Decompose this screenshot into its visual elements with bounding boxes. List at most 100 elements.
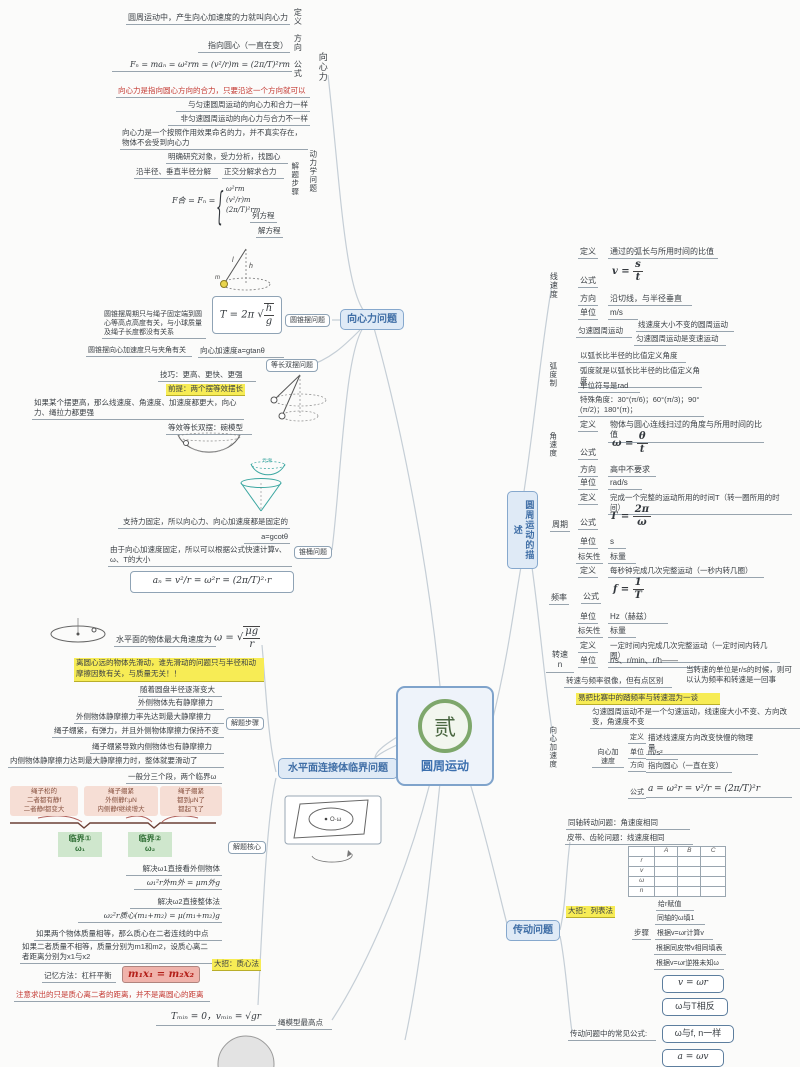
drive-coaxial-note: 同轴转动问题：角速度相同	[566, 818, 690, 830]
drive-formula-1[interactable]: v = ωr	[662, 975, 724, 993]
acc-formula-label: 公式	[628, 788, 646, 800]
hp-trick-node[interactable]: 大招：质心法	[212, 959, 261, 971]
t-sv-label: 标矢性	[576, 552, 603, 564]
hp-step-5: 绳子绷紧导致内侧物体也有静摩擦力	[90, 742, 224, 754]
hp-critical-1: 临界① ω₁	[58, 832, 102, 857]
radian-label[interactable]: 弧度制	[548, 362, 558, 388]
drive-step-4: 根据同皮带v相同填表	[654, 944, 726, 956]
dbl-tip: 技巧：更高、更快、更强	[158, 370, 256, 382]
hp-phase-2: 绳子绷紧 外侧静f:μN 内侧静f继续增大	[84, 786, 158, 817]
f-sv-text: 标量	[608, 626, 636, 639]
cone-note: 圆锥摆周期只与绳子固定端到圆心等高点高度有关，与小球质量及绳子长度都没有关系	[102, 310, 206, 340]
rotation-speed-label[interactable]: 转速 n	[546, 650, 574, 673]
hp-core-node[interactable]: 解题核心	[228, 841, 266, 855]
drive-formula-2[interactable]: ω与T相反	[662, 998, 728, 1016]
acc-ucm-note: 匀速圆周运动不是一个匀速运动，线速度大小不变、方向改变，角速度不变	[590, 707, 800, 729]
centripetal-force-topic-node[interactable]: 向心力问题	[340, 309, 404, 330]
dyn-force-equation: F合 = Fₙ =	[172, 196, 216, 205]
funnel-node[interactable]: 锥桶问题	[294, 546, 332, 560]
svg-text:O·ω: O·ω	[330, 817, 342, 823]
cf-note-1: 与匀速圆周运动的向心力和合力一样	[176, 100, 310, 112]
period-label[interactable]: 周期	[550, 520, 570, 533]
w-formula-label: 公式	[578, 448, 598, 461]
central-topic-node[interactable]: 贰 圆周运动	[396, 686, 494, 786]
dyn-step-1: 明确研究对象，受力分析，找圆心	[166, 152, 288, 164]
cf-direction-label: 方向	[293, 34, 303, 52]
w-dir-text: 高中不要求	[608, 465, 656, 478]
drive-step-1: 给r赋值	[656, 900, 694, 912]
n-def-text: 一定时间内完成几次完整运动（一定时间内转几圈）	[608, 641, 780, 663]
dbl-bowl-label: 等效等长双摆：碗模型	[166, 423, 252, 435]
acc-inner-label: 向心加 速度	[592, 748, 624, 769]
description-topic-node[interactable]: 圆周运动的描述	[507, 491, 539, 569]
v-dir-text: 沿切线，与半径垂直	[608, 294, 692, 307]
plane-disk-diagram: O·ω	[284, 795, 382, 863]
drive-common-label: 传动问题中的常见公式:	[568, 1029, 656, 1041]
drive-formula-3[interactable]: ω与f, n一样	[662, 1025, 734, 1043]
v-unit-text: m/s	[608, 308, 638, 321]
rope-model-node[interactable]: 绳模型最高点	[276, 1018, 332, 1030]
critical-timeline	[10, 816, 216, 829]
rad-note-1: 以弧长比半径的比值定义角度	[578, 351, 686, 363]
t-formula-label: 公式	[578, 518, 598, 531]
hp-step-4: 绳子绷紧，有弹力，并且外侧物体摩擦力保持不变	[52, 726, 224, 738]
double-pendulum-node[interactable]: 等长双摆问题	[266, 359, 318, 373]
centripetal-acc-label[interactable]: 向心加速度	[548, 726, 558, 769]
hp-critical-2: 临界② ω₂	[128, 832, 172, 857]
hp-warning-note: 注意求出的只是质心离二者的距离，并不是离圆心的距离	[14, 990, 210, 1002]
svg-text:m: m	[215, 275, 220, 281]
drive-trick-node[interactable]: 大招：列表法	[566, 906, 615, 918]
n-compare-note: 转速与频率很像，但有点区别	[564, 676, 672, 688]
hp-max-omega-label: 水平面的物体最大角速度为	[114, 635, 216, 648]
funnel-diagram	[240, 478, 282, 512]
w-dir-label: 方向	[578, 465, 598, 478]
v-def-label: 定义	[578, 247, 598, 260]
f-unit-label: 单位	[578, 612, 598, 625]
cone-acc-formula: 向心加速度a=gtanθ	[198, 346, 284, 358]
funnel-an-formula[interactable]: aₙ = v²/r = ω²r = (2π/T)²·r	[130, 571, 294, 593]
cone-node[interactable]: 圆锥摆问题	[285, 314, 330, 328]
funnel-a-formula: a=gcotθ	[244, 532, 290, 544]
f-def-text: 每秒钟完成几次完整运动（一秒内转几圈）	[608, 566, 764, 578]
angular-velocity-label[interactable]: 角速度	[548, 432, 558, 458]
t-def-text: 完成一个完整的运动所用的时间T（转一圈所用的时间）	[608, 493, 792, 515]
t-unit-label: 单位	[578, 537, 598, 550]
small-bowl-diagram: 光滑	[250, 458, 286, 476]
hp-w1-note: 解决ω1直接看外侧物体	[126, 864, 222, 876]
t-def-label: 定义	[578, 493, 598, 506]
drive-formula-4[interactable]: a = ωv	[662, 1049, 724, 1067]
horizontal-plane-topic-node[interactable]: 水平面连接体临界问题	[278, 758, 398, 779]
cf-direction-text: 指向圆心（一直在变）	[198, 41, 290, 54]
dyn-steps-label[interactable]: 解题步骤	[290, 162, 300, 196]
central-topic-title: 圆周运动	[420, 758, 469, 773]
center-icon: 贰	[418, 698, 472, 753]
cf-branch-label[interactable]: 向心力	[317, 52, 328, 82]
drive-step-3: 根据v=ωr计算v	[655, 929, 713, 941]
hp-step-2: 外侧物体先有静摩擦力	[136, 698, 224, 710]
cf-note-3: 向心力是一个按照作用效果命名的力，并不真实存在，物体不会受到向心力	[120, 128, 308, 150]
cf-definition-label: 定义	[293, 8, 303, 26]
hp-steps-node[interactable]: 解题步骤	[226, 717, 264, 731]
drive-topic-node[interactable]: 传动问题	[506, 920, 560, 941]
n-compare-right: 当转速的单位是r/s的时候，则可以认为频率和转速是一回事	[686, 665, 792, 684]
rope-min-formula: Tₘᵢₙ = 0，vₘᵢₙ = √gr	[156, 1012, 276, 1026]
dbl-premise: 前提：两个摆等效摆长	[166, 384, 245, 396]
hp-yellow-note: 离圆心远的物体先滑动，谁先滑动的问题只与半径和动摩擦因数有关，与质量无关！！	[74, 658, 264, 682]
linear-velocity-label[interactable]: 线速度	[549, 272, 559, 299]
cf-definition-text: 圆周运动中，产生向心加速度的力就叫向心力	[126, 13, 290, 26]
bowl-diagram	[177, 432, 241, 453]
funnel-note-1: 支持力固定，所以向心力、向心加速度都是固定的	[118, 517, 290, 529]
disk-diagram	[50, 618, 106, 643]
w-def-text: 物体与圆心连线扫过的角度与所用时间的比值	[608, 420, 764, 443]
v-unit-label: 单位	[578, 308, 598, 321]
dyn-branch-label[interactable]: 动力学问题	[308, 150, 318, 193]
frequency-label[interactable]: 频率	[549, 593, 569, 606]
dyn-brace: {	[216, 184, 224, 229]
hp-phase-3: 绳子绷紧 都到μN了 都起飞了	[160, 786, 222, 817]
hp-equal-mass-note: 如果两个物体质量相等，那么质心在二者连线的中点	[34, 929, 222, 941]
